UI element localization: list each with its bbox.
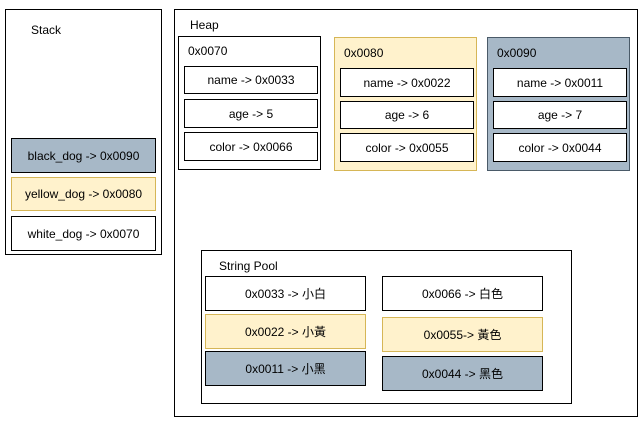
field-age: age -> 6	[340, 101, 474, 129]
string-pool-item-0x0011: 0x0011 -> 小黑	[205, 351, 366, 386]
stack-item-black-dog: black_dog -> 0x0090	[11, 138, 156, 173]
string-pool-item-0x0055: 0x0055-> 黃色	[382, 317, 543, 352]
object-address: 0x0080	[344, 46, 384, 60]
stack-frame: Stack black_dog -> 0x0090 yellow_dog -> …	[5, 9, 162, 255]
field-name: name -> 0x0011	[493, 68, 627, 97]
string-pool-frame: String Pool 0x0033 -> 小白 0x0022 -> 小黃 0x…	[201, 250, 572, 404]
heap-title: Heap	[190, 18, 219, 32]
string-pool-title: String Pool	[219, 259, 278, 273]
heap-object-0x0070: 0x0070 name -> 0x0033 age -> 5 color -> …	[178, 36, 321, 170]
heap-object-0x0090: 0x0090 name -> 0x0011 age -> 7 color -> …	[487, 37, 630, 171]
heap-object-0x0080: 0x0080 name -> 0x0022 age -> 6 color -> …	[334, 37, 477, 171]
field-color: color -> 0x0055	[340, 133, 474, 162]
string-pool-item-0x0044: 0x0044 -> 黑色	[382, 356, 543, 391]
stack-item-white-dog: white_dog -> 0x0070	[11, 216, 156, 251]
object-address: 0x0090	[497, 46, 537, 60]
heap-frame: Heap 0x0070 name -> 0x0033 age -> 5 colo…	[174, 9, 638, 417]
string-pool-item-0x0033: 0x0033 -> 小白	[205, 276, 366, 311]
field-name: name -> 0x0033	[184, 66, 318, 94]
field-color: color -> 0x0066	[184, 132, 318, 161]
field-color: color -> 0x0044	[493, 133, 627, 162]
field-age: age -> 5	[184, 99, 318, 128]
stack-item-yellow-dog: yellow_dog -> 0x0080	[11, 177, 156, 211]
field-age: age -> 7	[493, 101, 627, 129]
stack-title: Stack	[31, 23, 62, 37]
object-address: 0x0070	[188, 44, 228, 58]
string-pool-item-0x0066: 0x0066 -> 白色	[382, 276, 543, 311]
string-pool-item-0x0022: 0x0022 -> 小黃	[205, 314, 366, 349]
field-name: name -> 0x0022	[340, 68, 474, 97]
